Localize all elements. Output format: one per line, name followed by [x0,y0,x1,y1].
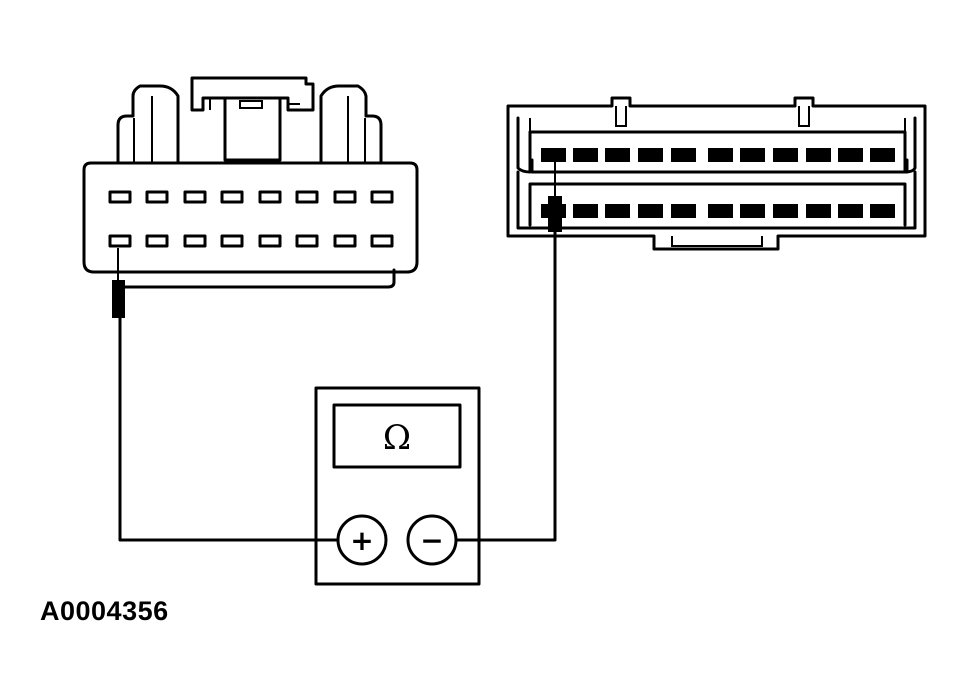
right-test-probe [548,162,562,232]
positive-terminal [336,514,388,566]
ohmmeter: Ω + − [314,386,481,586]
left-connector-top-row [108,190,394,204]
right-connector-top-row [541,148,895,162]
meter-display [332,403,462,469]
left-test-probe [112,248,125,318]
right-connector-bottom-row [541,204,895,218]
negative-terminal-symbol: − [420,524,443,557]
meter-display-symbol: Ω [383,418,411,458]
left-connector [82,76,419,289]
test-leads [118,230,557,542]
left-connector-bottom-row [108,234,394,248]
positive-terminal-symbol: + [350,524,373,557]
figure-id: A0004356 [40,596,169,626]
right-connector [506,96,927,251]
negative-terminal [406,514,458,566]
